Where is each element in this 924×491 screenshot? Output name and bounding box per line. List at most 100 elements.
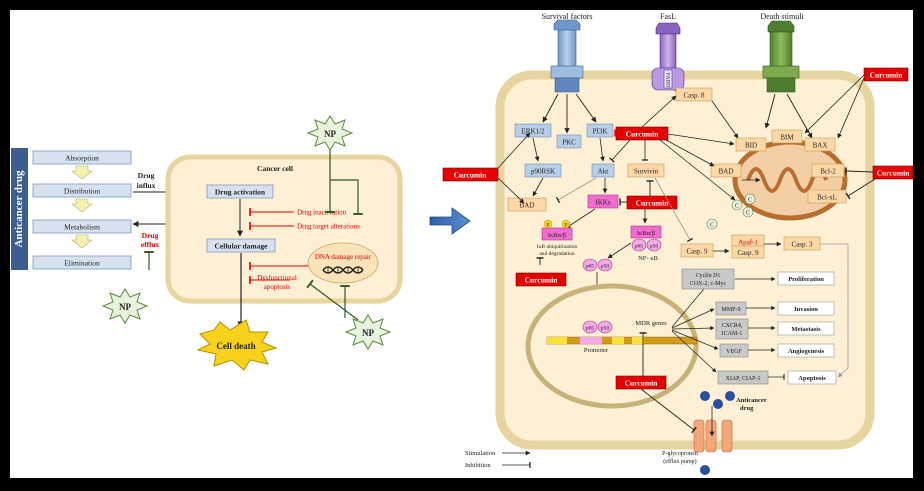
cxcr4-label-1: CXCR4, (722, 323, 743, 329)
death-stimuli-label: Death stimuli (760, 12, 804, 21)
np-label: NP (324, 129, 336, 139)
dna-damage-repair-bubble (307, 242, 379, 284)
erk-box (514, 123, 552, 138)
flow-arrow-2 (71, 198, 93, 213)
xiap-box (717, 370, 769, 385)
curcumin-to-bad-arrow (497, 177, 525, 204)
curcumin-box-left (442, 167, 499, 182)
bad-label-right: BAD (719, 168, 734, 176)
casp8-label: Casp. 8 (684, 92, 706, 100)
p90rsk-label: p90RSK (531, 168, 555, 176)
casp9-box (680, 243, 714, 258)
anticancer-drug-banner (11, 148, 28, 270)
ikks-box (587, 194, 619, 209)
mdr-to-vegf-arrow (671, 329, 719, 350)
np-shape (101, 288, 149, 324)
survivin-inhibits-casp9 (654, 177, 694, 243)
casp8-to-bid-arrow (711, 100, 739, 139)
nucleus (525, 283, 699, 409)
ikb-ubiquitination-label: IκB ubiquitination (537, 244, 578, 250)
np-shape (344, 314, 392, 350)
metastasis-label: Metastasis (791, 326, 821, 333)
np-label: NP (119, 302, 131, 312)
anticancer-drug-label-2: drug (740, 405, 754, 412)
p50-label: p50 (601, 264, 610, 270)
curcumin-label: Curcumin (525, 276, 559, 285)
invasion-label: Invasion (794, 306, 818, 313)
np-inhibits-inactivation (329, 150, 363, 215)
bim-box (771, 129, 803, 144)
pk-steps: Absorption Distribution Metabolism Elimi… (32, 150, 132, 270)
pgp-label-1: P-glycoprotein (662, 451, 698, 457)
vegf-label: VEGF (726, 349, 742, 355)
transition-arrow (429, 207, 471, 235)
cytochrome-c-label: C (748, 198, 752, 204)
drug-inactivation-label: Drug inactivation (297, 209, 347, 217)
survival-to-erk-arrow (542, 93, 559, 123)
drug-activation-label: Drug activation (215, 188, 266, 197)
invasion-box (777, 301, 835, 316)
curcumin-box-top-right (863, 67, 909, 82)
p50-icon (597, 258, 613, 272)
dna-damage-repair-label: DNA damage repair (315, 253, 372, 261)
drug-molecule-icon (700, 391, 710, 401)
flow-arrow-1 (71, 165, 93, 180)
curcumin-inhibits-pgp (640, 388, 697, 434)
apoptosis-label: Apoptosis (798, 375, 826, 382)
curcumin-label: Curcumin (636, 199, 670, 208)
p50-icon (597, 320, 613, 334)
ikks-to-ikb-arrow (565, 208, 596, 229)
ikb-box-left (541, 227, 573, 241)
cancer-cell-title: Cancer cell (257, 164, 293, 173)
np-burst-bottom: NP (344, 314, 392, 350)
akt-box (591, 163, 615, 178)
vegf-box (719, 343, 749, 358)
nf-kb-label: NF- κB (638, 255, 658, 262)
death-receptor-icon (762, 20, 800, 93)
mdr-to-mmp-arrow (671, 308, 715, 329)
survival-to-pi3k-arrow (575, 93, 597, 123)
left-panel: Anticancer drug Absorption Distribution … (11, 115, 403, 371)
bad-box-right (710, 163, 742, 178)
apoptosis-label: apoptosis (264, 283, 291, 291)
fadd-label: FADD (665, 73, 671, 88)
np-label: NP (362, 328, 374, 338)
ikb-box-right (630, 225, 662, 239)
flow-arrow-3 (71, 234, 93, 249)
casp9-label: Casp. 9 (687, 248, 709, 256)
p65-label: p65 (586, 326, 595, 332)
casp3-box (783, 236, 821, 251)
casp8-box (675, 87, 713, 102)
curcumin-to-bad-right-arrow (665, 139, 715, 167)
cytochrome-c-label: C (735, 204, 739, 210)
curcumin-label: Curcumin (870, 71, 904, 80)
bax-box (804, 137, 836, 152)
drug-influx-label-1: Drug (138, 171, 155, 180)
drug-molecules (700, 391, 735, 475)
fasl-label: FasL (660, 12, 676, 21)
mdr-to-cxcr-arrow (671, 325, 715, 331)
ikb-label-right: IκBα/β (637, 230, 656, 237)
mdr-to-cyclin-arrow (671, 283, 709, 328)
bid-box (735, 137, 767, 152)
distribution-box (32, 183, 132, 198)
drug-influx-label-2: influx (137, 181, 156, 190)
p65-label: p65 (586, 264, 595, 270)
curcumin-label: Curcumin (625, 379, 659, 388)
pgp-label-2: (efflux pump) (663, 458, 696, 465)
ikb-degradation-label: and degradation (539, 251, 575, 257)
p65-icon (582, 320, 598, 334)
dna-helix-icon (322, 266, 364, 274)
cytochrome-c-group: C C C C (706, 193, 756, 230)
mmp9-label: MMP-9 (721, 307, 740, 313)
curcumin-label: Curcumin (454, 171, 488, 180)
akt-label: Akt (598, 168, 609, 176)
target-genes: Cyclin D1 COX-2, c-Myc Proliferation MMP… (671, 268, 837, 385)
cellular-damage-label: Cellular damage (215, 242, 269, 251)
drug-efflux-label-1: Drug (142, 231, 159, 240)
survivin-label: Survivin (634, 168, 659, 176)
erk-to-p90-arrow (532, 137, 540, 162)
bid-label: BID (745, 142, 757, 150)
